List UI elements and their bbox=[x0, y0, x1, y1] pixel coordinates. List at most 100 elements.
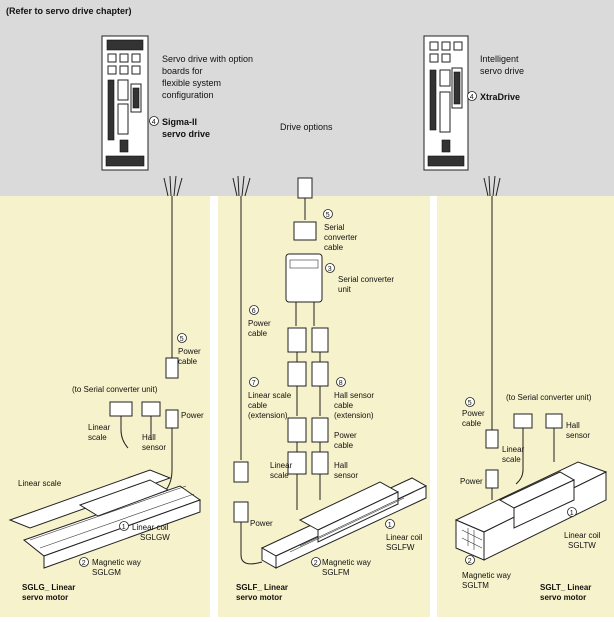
middle-power-cable-number: 6 bbox=[252, 308, 256, 315]
left-power-cable-label-1: Power bbox=[178, 347, 201, 356]
right-linear-scale-connector[interactable] bbox=[513, 413, 533, 485]
sigma-name-2: servo drive bbox=[162, 129, 210, 139]
middle-linear-coil-number: 1 bbox=[388, 522, 392, 529]
left-linear-coil-label-2: SGLGW bbox=[140, 533, 170, 542]
serial-converter-cable-label-2: converter bbox=[324, 233, 358, 242]
middle-panel bbox=[218, 196, 430, 617]
right-hall-sensor-label-2: sensor bbox=[566, 431, 590, 440]
middle-hall-sensor-label-1: Hall bbox=[334, 461, 348, 470]
right-magnetic-way-label-1: Magnetic way bbox=[462, 571, 511, 580]
right-magnetic-way-label-2: SGLTM bbox=[462, 581, 489, 590]
left-motor-title-2: servo motor bbox=[22, 593, 68, 602]
serial-converter-cable[interactable] bbox=[293, 177, 317, 241]
right-power-cable[interactable] bbox=[483, 175, 501, 500]
left-hall-sensor-connector[interactable] bbox=[141, 401, 161, 440]
middle-power-cable-label-2: cable bbox=[248, 329, 268, 338]
left-linear-scale-label-1: Linear bbox=[88, 423, 111, 432]
left-power-label: Power bbox=[181, 411, 204, 420]
middle-linear-scale-label-2: scale bbox=[270, 471, 289, 480]
hall-sensor-extension-cable[interactable] bbox=[311, 327, 329, 500]
drive-options-label: Drive options bbox=[280, 122, 333, 132]
right-linear-coil-number: 1 bbox=[570, 510, 574, 517]
middle-linear-motor-sglf[interactable] bbox=[260, 477, 428, 569]
left-magnetic-way-number: 2 bbox=[82, 560, 86, 567]
sigma-name-1: Sigma-II bbox=[162, 117, 197, 127]
linear-scale-cable-label-2: cable bbox=[248, 401, 268, 410]
xtra-number: 4 bbox=[470, 94, 474, 101]
middle-power-cable2-label-1: Power bbox=[334, 431, 357, 440]
left-linear-scale-label-2: scale bbox=[88, 433, 107, 442]
hall-sensor-cable-label-1: Hall sensor bbox=[334, 391, 374, 400]
linear-scale-extension-cable[interactable] bbox=[287, 327, 307, 510]
xtradrive-servo-drive[interactable] bbox=[423, 35, 469, 171]
middle-magnetic-way-label-1: Magnetic way bbox=[322, 558, 371, 567]
right-to-serial-label: (to Serial converter unit) bbox=[506, 393, 592, 402]
right-magnetic-way-number: 2 bbox=[468, 558, 472, 565]
right-motor-title-2: servo motor bbox=[540, 593, 586, 602]
right-linear-scale-label-2: scale bbox=[502, 455, 521, 464]
linear-scale-cable-number: 7 bbox=[252, 380, 256, 387]
right-linear-coil-label-1: Linear coil bbox=[564, 531, 601, 540]
sigma-desc-1: Servo drive with option bbox=[162, 54, 253, 64]
right-power-cable-number: 5 bbox=[468, 400, 472, 407]
right-panel bbox=[437, 196, 614, 617]
left-power-cable-label-2: cable bbox=[178, 357, 198, 366]
left-linear-coil-label-1: Linear coil bbox=[132, 523, 169, 532]
left-magnetic-way-label-2: SGLGM bbox=[92, 568, 121, 577]
sigma-ii-servo-drive[interactable] bbox=[101, 35, 149, 171]
left-motor-title-1: SGLG_ Linear bbox=[22, 583, 75, 592]
left-linear-coil-number: 1 bbox=[122, 524, 126, 531]
xtra-desc-2: servo drive bbox=[480, 66, 524, 76]
sigma-desc-4: configuration bbox=[162, 90, 214, 100]
middle-motor-title-1: SGLF_ Linear bbox=[236, 583, 288, 592]
right-hall-sensor-label-1: Hall bbox=[566, 421, 580, 430]
sigma-desc-3: flexible system bbox=[162, 78, 221, 88]
sigma-number: 4 bbox=[152, 119, 156, 126]
right-power-label: Power bbox=[460, 477, 483, 486]
right-linear-motor-sglt[interactable] bbox=[454, 461, 608, 561]
middle-magnetic-way-number: 2 bbox=[314, 560, 318, 567]
right-motor-title-1: SGLT_ Linear bbox=[540, 583, 591, 592]
sigma-desc-2: boards for bbox=[162, 66, 203, 76]
middle-hall-sensor-label-2: sensor bbox=[334, 471, 358, 480]
top-band bbox=[0, 0, 614, 196]
hall-sensor-cable-label-2: cable bbox=[334, 401, 354, 410]
middle-motor-title-2: servo motor bbox=[236, 593, 282, 602]
middle-power-label: Power bbox=[250, 519, 273, 528]
right-power-cable-label-1: Power bbox=[462, 409, 485, 418]
right-linear-scale-label-1: Linear bbox=[502, 445, 525, 454]
middle-linear-coil-label-1: Linear coil bbox=[386, 533, 423, 542]
serial-converter-cable-number: 5 bbox=[326, 212, 330, 219]
left-magnetic-way-label-1: Magnetic way bbox=[92, 558, 141, 567]
xtra-name: XtraDrive bbox=[480, 92, 520, 102]
serial-converter-unit-label-1: Serial converter bbox=[338, 275, 394, 284]
middle-linear-scale-label-1: Linear bbox=[270, 461, 293, 470]
xtra-desc-1: Intelligent bbox=[480, 54, 519, 64]
middle-power-cable[interactable] bbox=[232, 175, 263, 565]
right-power-cable-label-2: cable bbox=[462, 419, 482, 428]
right-linear-coil-label-2: SGLTW bbox=[568, 541, 596, 550]
refer-note: (Refer to servo drive chapter) bbox=[6, 6, 132, 16]
serial-converter-unit[interactable] bbox=[285, 253, 323, 326]
left-hall-sensor-label-1: Hall bbox=[142, 433, 156, 442]
linear-scale-cable-label-3: (extension) bbox=[248, 411, 288, 420]
right-hall-sensor-connector[interactable] bbox=[545, 413, 563, 462]
left-linear-motor-sglg[interactable] bbox=[8, 469, 202, 569]
middle-power-cable2-label-2: cable bbox=[334, 441, 354, 450]
left-linear-scale-track-label: Linear scale bbox=[18, 479, 62, 488]
left-hall-sensor-label-2: sensor bbox=[142, 443, 166, 452]
linear-scale-cable-label-1: Linear scale bbox=[248, 391, 292, 400]
serial-converter-unit-label-2: unit bbox=[338, 285, 352, 294]
hall-sensor-cable-label-3: (extension) bbox=[334, 411, 374, 420]
serial-converter-unit-number: 3 bbox=[328, 266, 332, 273]
serial-converter-cable-label-1: Serial bbox=[324, 223, 345, 232]
left-to-serial-label: (to Serial converter unit) bbox=[72, 385, 158, 394]
left-power-cable-number: 5 bbox=[180, 336, 184, 343]
left-panel bbox=[0, 196, 210, 617]
left-linear-scale-connector[interactable] bbox=[109, 401, 133, 449]
middle-power-cable-label-1: Power bbox=[248, 319, 271, 328]
hall-sensor-cable-number: 8 bbox=[339, 380, 343, 387]
middle-linear-coil-label-2: SGLFW bbox=[386, 543, 415, 552]
